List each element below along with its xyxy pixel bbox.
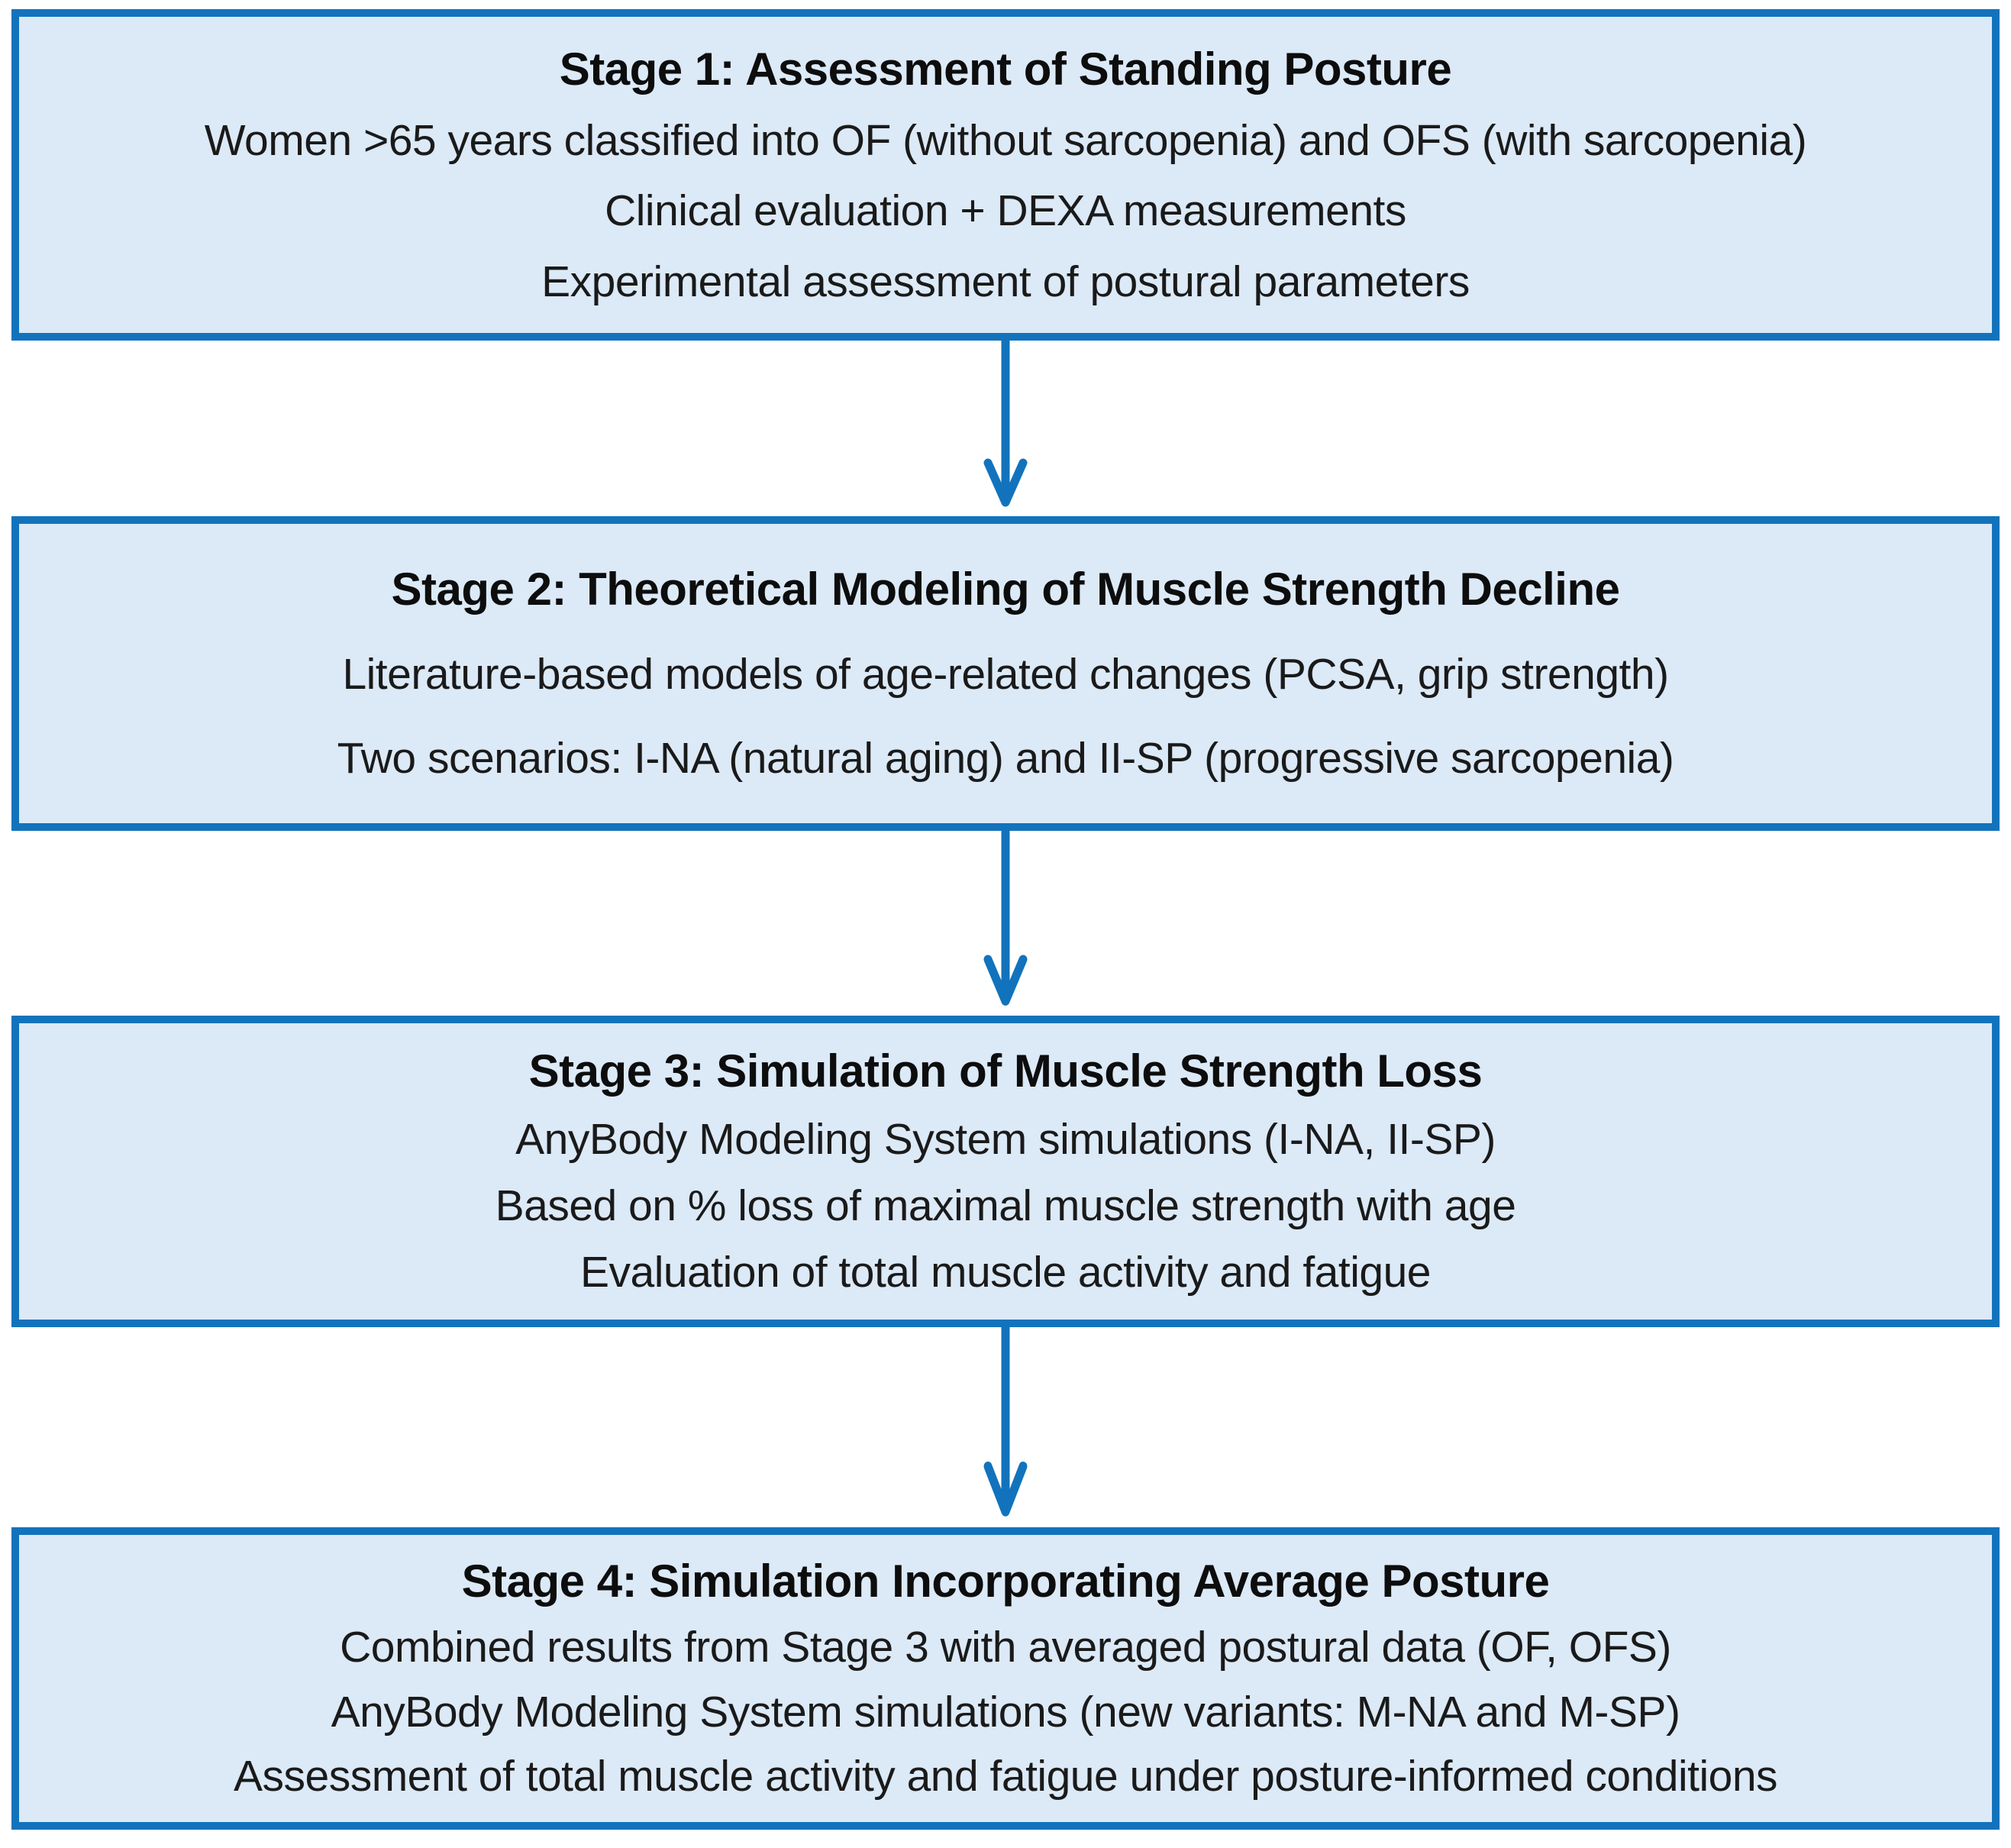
stage-1-line-3: Experimental assessment of postural para… bbox=[541, 257, 1470, 306]
connector-3 bbox=[11, 1327, 2000, 1527]
stage-3-title: Stage 3: Simulation of Muscle Strength L… bbox=[528, 1045, 1483, 1097]
stage-1-title: Stage 1: Assessment of Standing Posture bbox=[559, 43, 1452, 95]
stage-box-4: Stage 4: Simulation Incorporating Averag… bbox=[11, 1527, 2000, 1830]
stage-box-2: Stage 2: Theoretical Modeling of Muscle … bbox=[11, 516, 2000, 831]
down-arrow-icon bbox=[983, 341, 1028, 507]
stage-1-line-1: Women >65 years classified into OF (with… bbox=[204, 116, 1807, 166]
stage-4-line-3: Assessment of total muscle activity and … bbox=[233, 1752, 1778, 1801]
stage-2-title: Stage 2: Theoretical Modeling of Muscle … bbox=[391, 564, 1620, 615]
stage-3-line-2: Based on % loss of maximal muscle streng… bbox=[495, 1181, 1516, 1230]
stage-box-1: Stage 1: Assessment of Standing Posture … bbox=[11, 9, 2000, 341]
connector-2 bbox=[11, 831, 2000, 1016]
stage-1-line-2: Clinical evaluation + DEXA measurements bbox=[605, 186, 1406, 236]
down-arrow-icon bbox=[983, 1327, 1028, 1517]
stage-box-3: Stage 3: Simulation of Muscle Strength L… bbox=[11, 1016, 2000, 1327]
stage-4-line-1: Combined results from Stage 3 with avera… bbox=[340, 1622, 1671, 1672]
stage-4-title: Stage 4: Simulation Incorporating Averag… bbox=[461, 1555, 1550, 1607]
stage-3-line-3: Evaluation of total muscle activity and … bbox=[580, 1247, 1431, 1297]
stage-4-line-2: AnyBody Modeling System simulations (new… bbox=[331, 1687, 1680, 1737]
stage-2-line-2: Two scenarios: I-NA (natural aging) and … bbox=[337, 734, 1674, 783]
connector-1 bbox=[11, 341, 2000, 516]
stage-3-line-1: AnyBody Modeling System simulations (I-N… bbox=[515, 1114, 1496, 1164]
stage-2-line-1: Literature-based models of age-related c… bbox=[342, 650, 1669, 699]
down-arrow-icon bbox=[983, 831, 1028, 1006]
